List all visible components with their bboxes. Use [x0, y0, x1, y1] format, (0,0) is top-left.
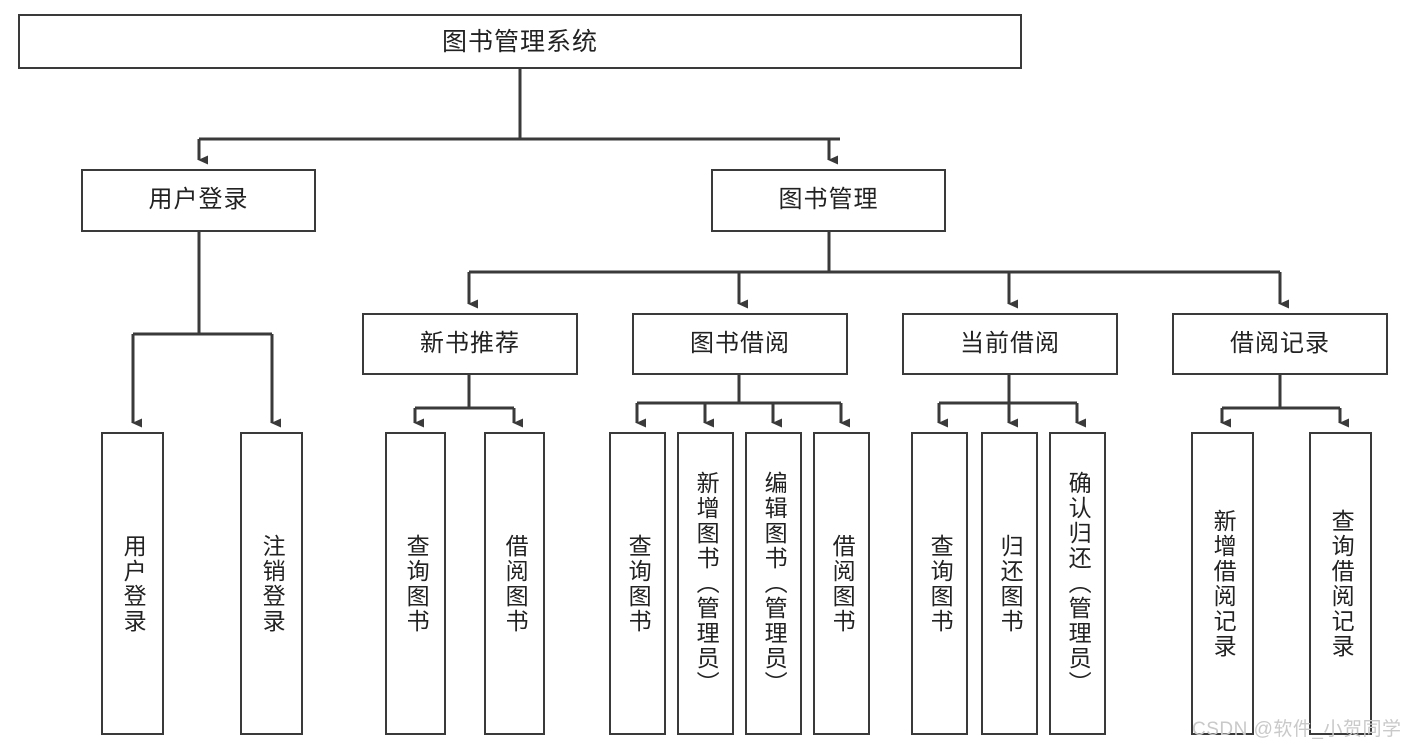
leaf-borrow-book[interactable]: 借阅图书 — [813, 432, 870, 735]
leaf-logout[interactable]: 注销登录 — [240, 432, 303, 735]
leaf-query-borrow-record[interactable]: 查询借阅记录 — [1309, 432, 1372, 735]
node-current-borrow[interactable]: 当前借阅 — [902, 313, 1118, 375]
leaf-add-borrow-record[interactable]: 新增借阅记录 — [1191, 432, 1254, 735]
node-book-management[interactable]: 图书管理 — [711, 169, 946, 232]
leaf-confirm-return-admin[interactable]: 确认归还（管理员） — [1049, 432, 1106, 735]
leaf-edit-book-admin[interactable]: 编辑图书（管理员） — [745, 432, 802, 735]
leaf-query-book-recommend[interactable]: 查询图书 — [385, 432, 446, 735]
leaf-add-book-admin[interactable]: 新增图书（管理员） — [677, 432, 734, 735]
leaf-query-book-borrow[interactable]: 查询图书 — [609, 432, 666, 735]
leaf-borrow-book-recommend[interactable]: 借阅图书 — [484, 432, 545, 735]
node-book-borrow[interactable]: 图书借阅 — [632, 313, 848, 375]
csdn-watermark: CSDN @软件_小贺同学 — [1192, 719, 1402, 740]
leaf-user-login[interactable]: 用户登录 — [101, 432, 164, 735]
node-borrow-records[interactable]: 借阅记录 — [1172, 313, 1388, 375]
node-root-system[interactable]: 图书管理系统 — [18, 14, 1022, 69]
leaf-return-book[interactable]: 归还图书 — [981, 432, 1038, 735]
leaf-query-book-current[interactable]: 查询图书 — [911, 432, 968, 735]
node-new-book-recommend[interactable]: 新书推荐 — [362, 313, 578, 375]
node-user-login[interactable]: 用户登录 — [81, 169, 316, 232]
